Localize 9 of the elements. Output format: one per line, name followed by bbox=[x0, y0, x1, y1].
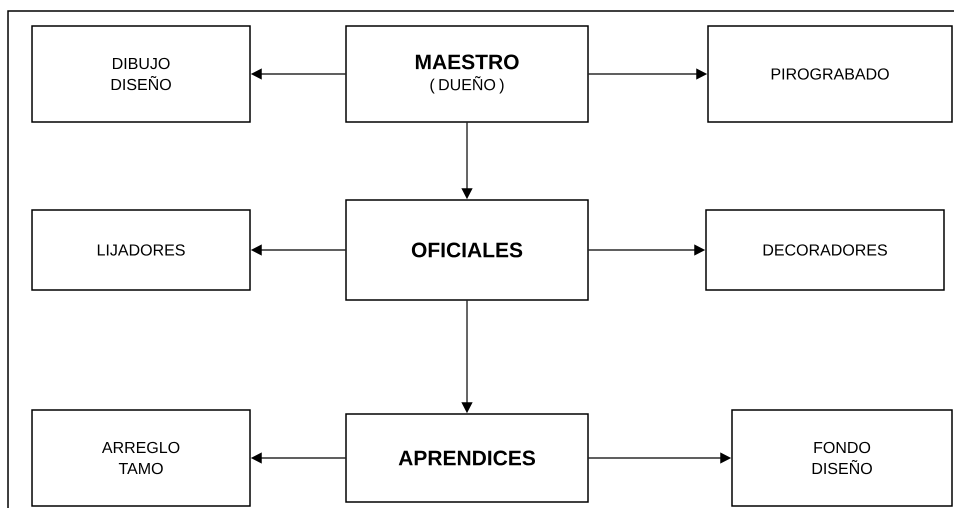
task-box: DECORADORES bbox=[705, 209, 945, 291]
task-box: LIJADORES bbox=[31, 209, 251, 291]
role-box: OFICIALES bbox=[345, 199, 589, 301]
role-box: APRENDICES bbox=[345, 413, 589, 503]
task-box: ARREGLO TAMO bbox=[31, 409, 251, 507]
role-box: MAESTRO ( DUEÑO ) bbox=[345, 25, 589, 123]
task-box: DIBUJO DISEÑO bbox=[31, 25, 251, 123]
task-box: FONDO DISEÑO bbox=[731, 409, 953, 507]
task-box: PIROGRABADO bbox=[707, 25, 953, 123]
